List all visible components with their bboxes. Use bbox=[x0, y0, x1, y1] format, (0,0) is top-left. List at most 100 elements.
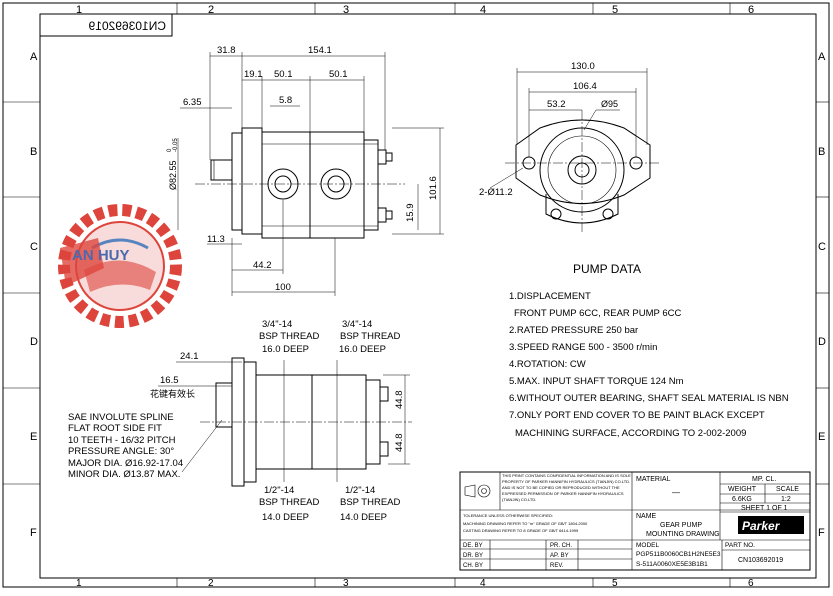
pump-data-line-3: 2.RATED PRESSURE 250 bar bbox=[509, 325, 638, 336]
part-no-label: PART NO. bbox=[725, 542, 755, 549]
row-label: B bbox=[818, 146, 825, 158]
dim-44-8-b: 44.8 bbox=[394, 434, 405, 453]
dim-44-8-a: 44.8 bbox=[394, 391, 405, 410]
drawing-number-mirrored: CN103692019 bbox=[88, 19, 166, 33]
material-label: MATERIAL bbox=[636, 476, 671, 483]
spline-note-4: PRESSURE ANGLE: 30° bbox=[68, 446, 174, 457]
column-ticks bbox=[3, 3, 829, 587]
port-4-size: 1/2"-14 bbox=[345, 485, 375, 496]
col-label: 1 bbox=[76, 578, 82, 589]
col-label: 5 bbox=[612, 4, 618, 16]
row-label: A bbox=[818, 51, 826, 63]
dim-19-1: 19.1 bbox=[244, 69, 263, 80]
dim-tol-upper: 0 bbox=[167, 148, 173, 152]
parker-logo: Parker bbox=[742, 519, 781, 533]
dim-106-4: 106.4 bbox=[573, 81, 597, 92]
scale-value: 1:2 bbox=[781, 496, 791, 503]
port-4-thread: BSP THREAD bbox=[340, 497, 401, 508]
row-label: D bbox=[818, 336, 826, 348]
port-2-size: 3/4"-14 bbox=[342, 319, 372, 330]
material-value: — bbox=[672, 488, 680, 497]
pump-data-line-2: FRONT PUMP 6CC, REAR PUMP 6CC bbox=[514, 308, 681, 319]
row-label: C bbox=[818, 241, 826, 253]
dim-5-8: 5.8 bbox=[279, 95, 292, 106]
col-label: 6 bbox=[748, 578, 754, 589]
dim-31-8: 31.8 bbox=[217, 45, 236, 56]
spline-note-1: SAE INVOLUTE SPLINE bbox=[68, 412, 174, 423]
rev-label: REV. bbox=[550, 563, 564, 569]
tolerance-3: CASTING DRAWING REFER TO 8 GRADE OF GB/T… bbox=[463, 528, 579, 533]
tolerance-2: MACHINING DRAWING REFER TO "m" GRADE OF … bbox=[463, 521, 588, 526]
dim-15-9: 15.9 bbox=[405, 204, 416, 223]
part-no-value: CN103692019 bbox=[738, 557, 783, 564]
dim-44-2: 44.2 bbox=[253, 260, 272, 271]
dim-53-2: 53.2 bbox=[547, 99, 566, 110]
name-value-2: MOUNTING DRAWING bbox=[646, 531, 720, 538]
port-3-depth: 14.0 DEEP bbox=[262, 512, 309, 523]
port-2-thread: BSP THREAD bbox=[340, 331, 401, 342]
an-huy-logo: AN HUY bbox=[58, 204, 182, 328]
col-label: 3 bbox=[343, 578, 349, 589]
col-label: 6 bbox=[748, 4, 754, 16]
col-label: 4 bbox=[480, 4, 486, 16]
pump-data-line-8: 7.ONLY PORT END COVER TO BE PAINT BLACK … bbox=[509, 410, 765, 421]
sheet-count: SHEET 1 OF 1 bbox=[741, 505, 788, 512]
tolerance-1: TOLERANCE UNLESS OTHERWISE SPECIFIED: bbox=[463, 513, 553, 518]
notice-3: AND IS NOT TO BE COPIED OR REPRODUCED WI… bbox=[502, 485, 620, 490]
row-label: F bbox=[818, 527, 825, 539]
dim-11-3: 11.3 bbox=[207, 234, 225, 245]
dim-130: 130.0 bbox=[571, 61, 595, 72]
dim-6-35: 6.35 bbox=[183, 97, 202, 108]
outer-frame bbox=[2, 2, 830, 588]
model-value-2: S-511A0060XE5E3B1B1 bbox=[636, 561, 708, 568]
row-label: E bbox=[30, 431, 37, 443]
row-label: E bbox=[818, 431, 825, 443]
port-1-thread: BSP THREAD bbox=[259, 331, 320, 342]
port-3-thread: BSP THREAD bbox=[259, 497, 320, 508]
scale-label: SCALE bbox=[776, 486, 799, 493]
dr-by-label: DR. BY bbox=[463, 553, 483, 559]
spline-length-note: 花键有效长 bbox=[150, 388, 195, 399]
notice-2: PROPERTY OF PARKER HANNIFIN HYDRAULICS (… bbox=[502, 479, 630, 484]
dim-101-6: 101.6 bbox=[428, 176, 439, 200]
port-4-depth: 14.0 DEEP bbox=[340, 512, 387, 523]
dim-24-1: 24.1 bbox=[180, 351, 199, 362]
port-3-size: 1/2"-14 bbox=[264, 485, 294, 496]
notice-1: THIS PRINT CONTAINS CONFIDENTIAL INFORMA… bbox=[502, 473, 631, 478]
dim-2-holes: 2-Ø11.2 bbox=[479, 187, 513, 198]
ap-by-label: AP. BY bbox=[550, 553, 569, 559]
de-by-label: DE. BY bbox=[463, 543, 483, 549]
dim-50-1-a: 50.1 bbox=[274, 69, 293, 80]
pump-data-line-5: 4.ROTATION: CW bbox=[509, 359, 586, 370]
weight-label: WEIGHT bbox=[728, 486, 757, 493]
name-label: NAME bbox=[636, 513, 657, 520]
spline-note-3: 10 TEETH - 16/32 PITCH bbox=[68, 435, 176, 446]
pr-ch-label: PR. CH. bbox=[550, 543, 572, 549]
spline-note-6: MINOR DIA. Ø13.87 MAX. bbox=[68, 469, 180, 480]
col-label: 2 bbox=[208, 578, 214, 589]
notice-4: EXPRESSED PERMISSION OF PARKER HANNIFIN … bbox=[502, 491, 624, 496]
dim-100: 100 bbox=[275, 282, 291, 293]
model-label: MODEL bbox=[636, 542, 660, 549]
notice-5: (TIANJIN) CO.LTD. bbox=[502, 497, 536, 502]
logo-text: AN HUY bbox=[72, 247, 130, 264]
drawing-number-box bbox=[39, 13, 173, 37]
spline-note-2: FLAT ROOT SIDE FIT bbox=[68, 423, 162, 434]
row-label: B bbox=[30, 146, 37, 158]
row-label: C bbox=[30, 241, 38, 253]
inner-frame bbox=[39, 13, 817, 579]
pump-data-line-9: MACHINING SURFACE, ACCORDING TO 2-002-20… bbox=[515, 428, 746, 439]
port-1-depth: 16.0 DEEP bbox=[262, 344, 309, 355]
dim-16-5: 16.5 bbox=[160, 375, 179, 386]
col-label: 3 bbox=[343, 4, 349, 16]
dim-50-1-b: 50.1 bbox=[329, 69, 348, 80]
weight-value: 6.6KG bbox=[732, 496, 752, 503]
dim-154-1: 154.1 bbox=[308, 45, 332, 56]
row-label: F bbox=[30, 527, 37, 539]
top-view bbox=[177, 52, 444, 296]
row-label: D bbox=[30, 336, 38, 348]
pump-data-line-4: 3.SPEED RANGE 500 - 3500 r/min bbox=[509, 342, 657, 353]
end-view bbox=[489, 68, 660, 232]
pump-data-line-1: 1.DISPLACEMENT bbox=[509, 291, 591, 302]
